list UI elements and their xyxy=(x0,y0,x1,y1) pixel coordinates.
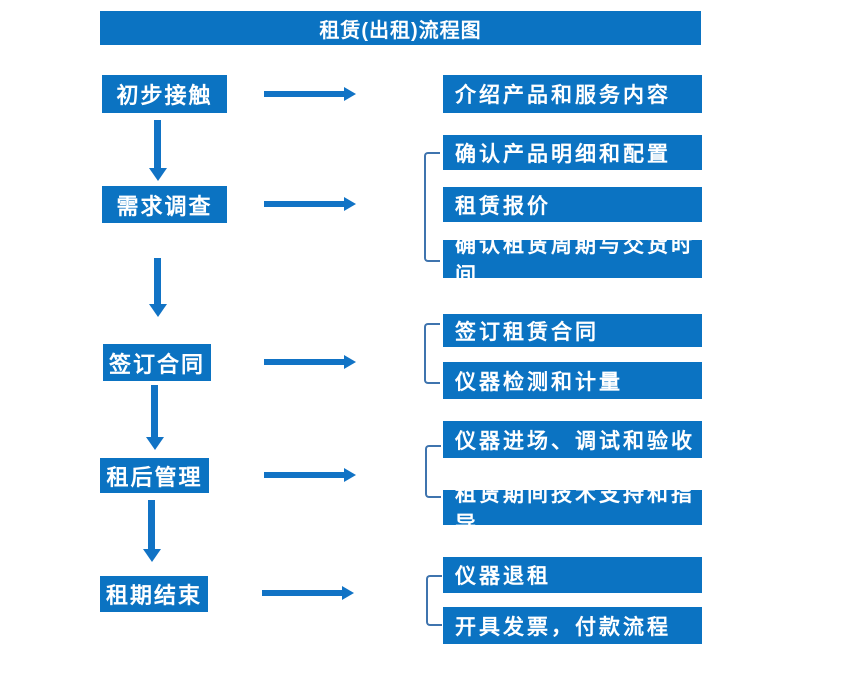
right-arrow-head xyxy=(344,468,356,482)
right-arrow-shaft xyxy=(264,91,344,97)
down-arrow-head xyxy=(149,168,167,181)
detail-box-invoice-payment: 开具发票，付款流程 xyxy=(443,607,702,644)
right-arrow-shaft xyxy=(264,201,344,207)
down-arrow-shaft xyxy=(154,258,161,304)
down-arrow-shaft xyxy=(151,385,158,437)
detail-box-instrument-return: 仪器退租 xyxy=(443,557,702,593)
right-arrow-icon xyxy=(264,87,356,101)
step-box-post-rental-management: 租后管理 xyxy=(100,458,209,493)
right-arrow-icon xyxy=(262,586,354,600)
right-arrow-shaft xyxy=(262,590,342,596)
detail-box-rental-quote: 租赁报价 xyxy=(443,187,702,222)
down-arrow-icon xyxy=(143,500,161,562)
right-arrow-icon xyxy=(264,355,356,369)
detail-box-confirm-product-config: 确认产品明细和配置 xyxy=(443,135,702,170)
step-box-demand-survey: 需求调查 xyxy=(102,186,227,223)
bracket-connector-rental-end xyxy=(426,575,442,626)
flowchart-title: 租赁(出租)流程图 xyxy=(100,11,701,45)
down-arrow-head xyxy=(146,437,164,450)
right-arrow-icon xyxy=(264,468,356,482)
down-arrow-shaft xyxy=(148,500,155,549)
bracket-connector-sign-contract xyxy=(424,323,440,384)
detail-box-introduce-products: 介绍产品和服务内容 xyxy=(443,75,702,113)
right-arrow-head xyxy=(342,586,354,600)
step-box-rental-end: 租期结束 xyxy=(100,576,208,612)
detail-box-sign-rental-contract: 签订租赁合同 xyxy=(443,314,702,347)
down-arrow-head xyxy=(149,304,167,317)
right-arrow-shaft xyxy=(264,472,344,478)
detail-box-technical-support: 租赁期间技术支持和指导 xyxy=(443,483,702,536)
step-box-sign-contract: 签订合同 xyxy=(103,344,211,381)
step-box-initial-contact: 初步接触 xyxy=(102,75,227,113)
detail-box-instrument-testing: 仪器检测和计量 xyxy=(443,362,702,399)
right-arrow-head xyxy=(344,355,356,369)
bracket-connector-post-rental xyxy=(425,445,441,498)
right-arrow-head xyxy=(344,87,356,101)
bracket-connector-demand-survey xyxy=(424,152,440,262)
right-arrow-head xyxy=(344,197,356,211)
down-arrow-icon xyxy=(146,385,164,450)
detail-box-confirm-period-delivery: 确认租赁周期与交货时间 xyxy=(443,234,702,287)
down-arrow-shaft xyxy=(154,120,161,168)
right-arrow-icon xyxy=(264,197,356,211)
right-arrow-shaft xyxy=(264,359,344,365)
down-arrow-icon xyxy=(149,258,167,317)
down-arrow-head xyxy=(143,549,161,562)
down-arrow-icon xyxy=(149,120,167,181)
detail-box-instrument-setup-acceptance: 仪器进场、调试和验收 xyxy=(443,421,702,458)
